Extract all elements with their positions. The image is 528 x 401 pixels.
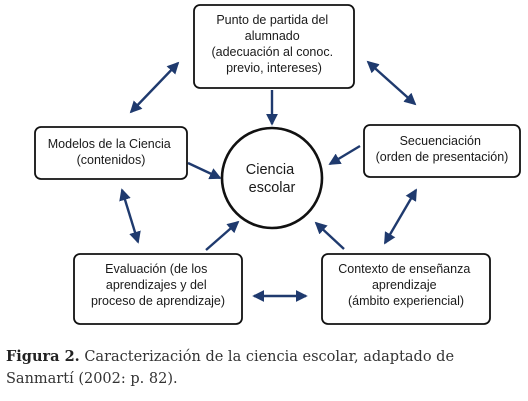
box-top (193, 4, 355, 89)
arrow-bottomleft-to-center (205, 220, 240, 251)
box-right-text: Secuenciación (orden de presentación) (376, 134, 509, 164)
boxes (34, 4, 521, 325)
box-left-text: Modelos de la Ciencia (contenidos) (48, 137, 174, 167)
box-right (363, 124, 521, 178)
arrow-bottomright-to-center (314, 221, 345, 250)
arrow-left-bottomleft-double (119, 188, 141, 244)
arrow-top-left-double (129, 61, 180, 114)
center-text: Ciencia escolar (246, 162, 298, 196)
box-left (34, 126, 188, 180)
arrow-top-right-double (366, 60, 417, 106)
caption-label: Figura 2. (6, 348, 80, 365)
center-circle (220, 126, 324, 230)
arrow-right-bottomright-double (383, 188, 418, 245)
diagram: Punto de partida del alumnado (adecuació… (34, 4, 521, 325)
figure-caption: Figura 2. Caracterización de la ciencia … (6, 346, 522, 390)
box-bottom-right (321, 253, 491, 325)
arrow-right-to-center (328, 144, 361, 166)
box-bottom-left-text: Evaluación (de los aprendizajes y del pr… (91, 262, 225, 308)
caption-text: Caracterización de la ciencia escolar, a… (6, 349, 455, 387)
arrow-left-to-center (187, 161, 222, 180)
arrows (119, 60, 418, 302)
box-bottom-right-text: Contexto de enseñanza aprendizaje (ámbit… (338, 262, 474, 308)
box-bottom-left (73, 253, 243, 325)
box-top-text: Punto de partida del alumnado (adecuació… (211, 13, 336, 75)
